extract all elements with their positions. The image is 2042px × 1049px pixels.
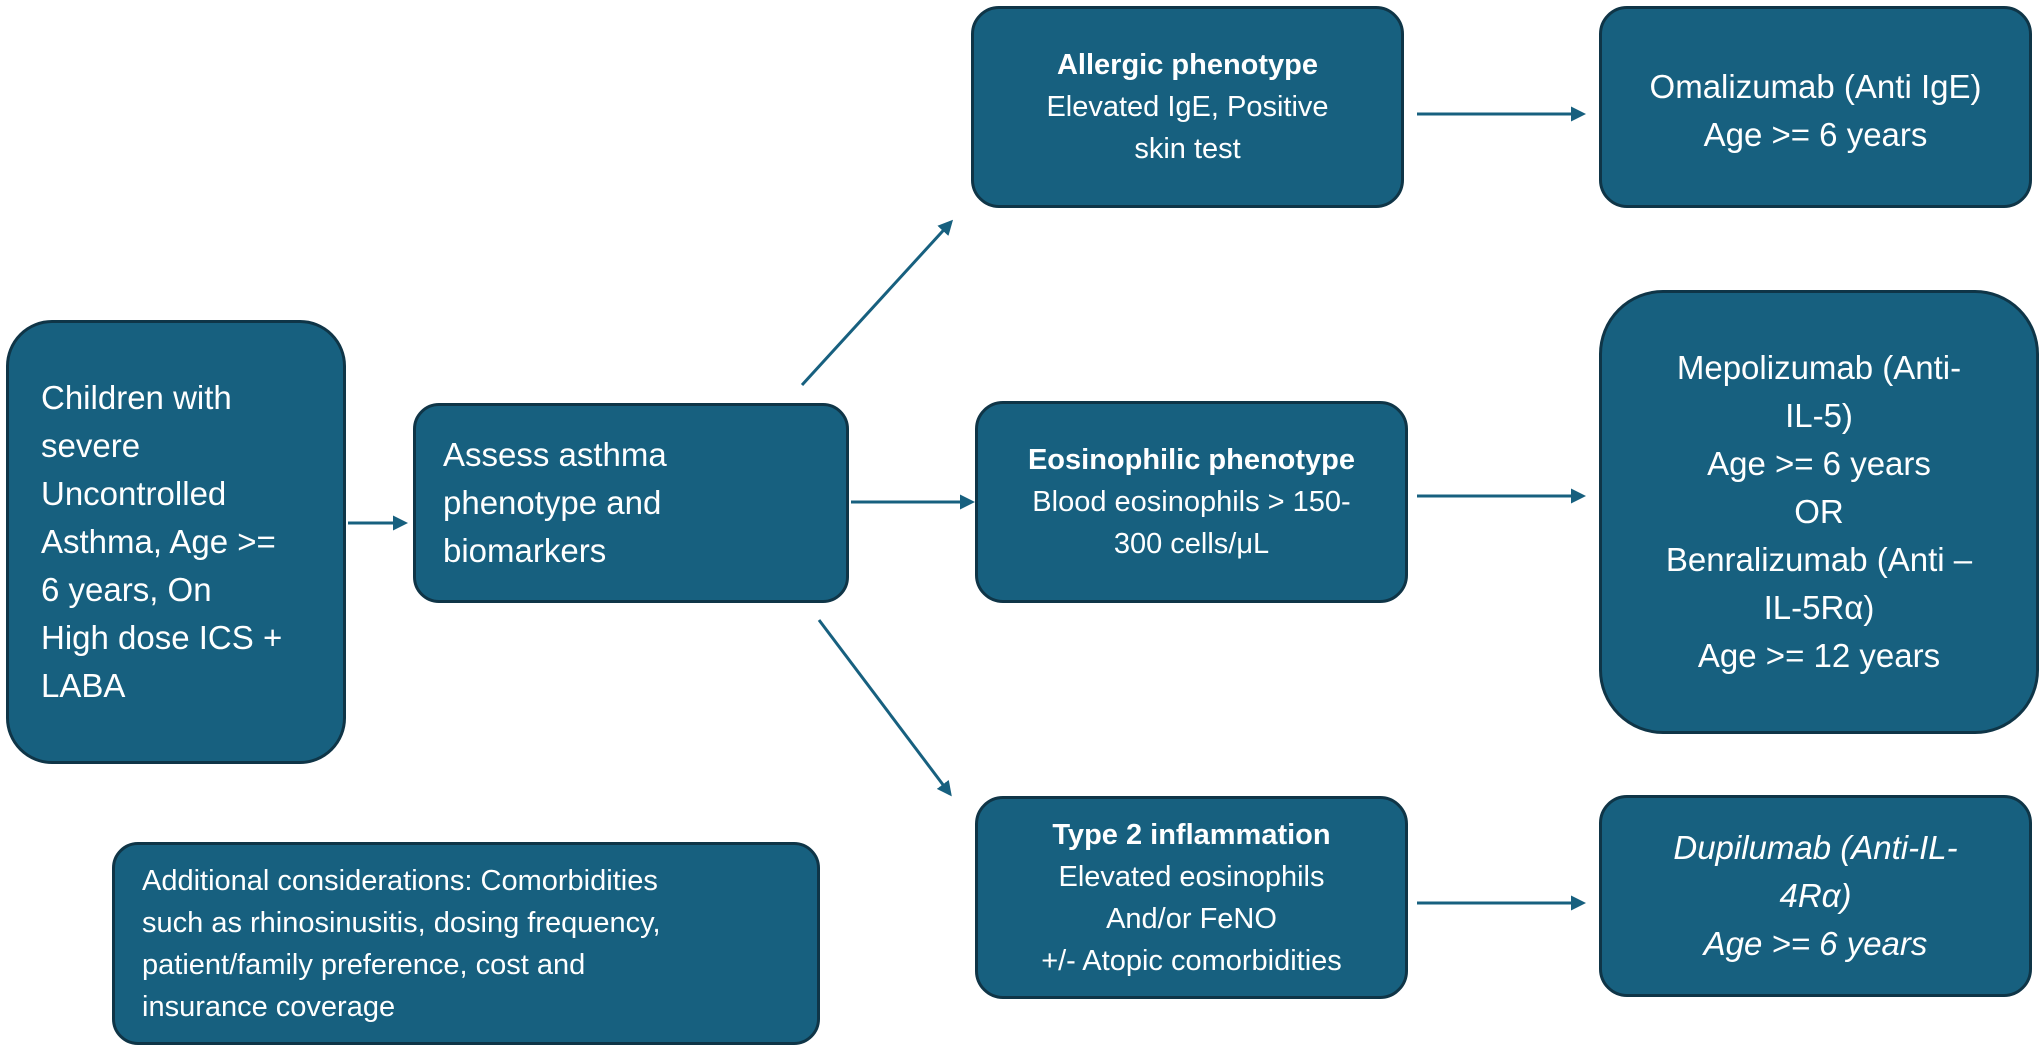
start-line: 6 years, On — [41, 571, 212, 608]
eosinophilic-phenotype-title: Eosinophilic phenotype — [1027, 444, 1356, 476]
considerations-line: patient/family preference, cost and — [142, 948, 586, 981]
start-line: Children with — [41, 379, 232, 416]
start-line: severe — [41, 427, 141, 464]
anti-il5-line: Age >= 12 years — [1697, 637, 1941, 674]
dupilumab-box: Dupilumab (Anti-IL- 4Rα) Age >= 6 years — [1599, 795, 2032, 997]
start-line: High dose ICS + — [41, 619, 283, 656]
anti-il5-line: OR — [1794, 493, 1844, 530]
type2-inflammation-line: +/- Atopic comorbidities — [1041, 944, 1342, 977]
anti-il5-line: Mepolizumab (Anti- — [1676, 349, 1962, 386]
type2-inflammation-line: Elevated eosinophils — [1058, 860, 1325, 893]
type2-inflammation-box: Type 2 inflammation Elevated eosinophils… — [975, 796, 1408, 999]
eosinophilic-phenotype-line: 300 cells/μL — [1113, 528, 1270, 560]
allergic-phenotype-title: Allergic phenotype — [1056, 49, 1319, 81]
assess-box: Assess asthma phenotype and biomarkers — [413, 403, 849, 603]
eosinophilic-phenotype-box: Eosinophilic phenotype Blood eosinophils… — [975, 401, 1408, 603]
start-line: LABA — [41, 667, 126, 704]
type2-inflammation-line: And/or FeNO — [1106, 902, 1277, 935]
assess-line: phenotype and — [443, 484, 662, 521]
omalizumab-line: Omalizumab (Anti IgE) — [1649, 68, 1982, 105]
considerations-line: insurance coverage — [142, 990, 396, 1023]
anti-il5-line: Age >= 6 years — [1707, 445, 1931, 482]
allergic-phenotype-box: Allergic phenotype Elevated IgE, Positiv… — [971, 6, 1404, 208]
dupilumab-line: Dupilumab (Anti-IL- — [1673, 829, 1958, 866]
eosinophilic-phenotype-line: Blood eosinophils > 150- — [1032, 486, 1351, 518]
arrow-assess-to-allergic — [800, 219, 954, 387]
arrow-assess-to-type2 — [817, 619, 952, 797]
dupilumab-line: Age >= 6 years — [1703, 925, 1928, 962]
dupilumab-line: 4Rα) — [1779, 877, 1852, 914]
anti-il5-line: IL-5Rα) — [1763, 589, 1875, 626]
assess-line: biomarkers — [443, 532, 607, 569]
omalizumab-line: Age >= 6 years — [1703, 116, 1928, 153]
considerations-line: Additional considerations: Comorbidities — [142, 864, 658, 897]
anti-il5-treatments-box: Mepolizumab (Anti- IL-5) Age >= 6 years … — [1599, 290, 2039, 734]
start-box: Children with severe Uncontrolled Asthma… — [6, 320, 346, 764]
start-line: Uncontrolled — [41, 475, 227, 512]
type2-inflammation-title: Type 2 inflammation — [1052, 818, 1331, 851]
additional-considerations-box: Additional considerations: Comorbidities… — [112, 842, 820, 1045]
start-line: Asthma, Age >= — [41, 523, 276, 560]
omalizumab-box: Omalizumab (Anti IgE) Age >= 6 years — [1599, 6, 2032, 208]
considerations-line: such as rhinosinusitis, dosing frequency… — [142, 906, 661, 939]
assess-line: Assess asthma — [443, 436, 667, 473]
anti-il5-line: Benralizumab (Anti – — [1665, 541, 1973, 578]
allergic-phenotype-line: skin test — [1134, 133, 1241, 165]
anti-il5-line: IL-5) — [1785, 397, 1853, 434]
allergic-phenotype-line: Elevated IgE, Positive — [1046, 91, 1329, 123]
